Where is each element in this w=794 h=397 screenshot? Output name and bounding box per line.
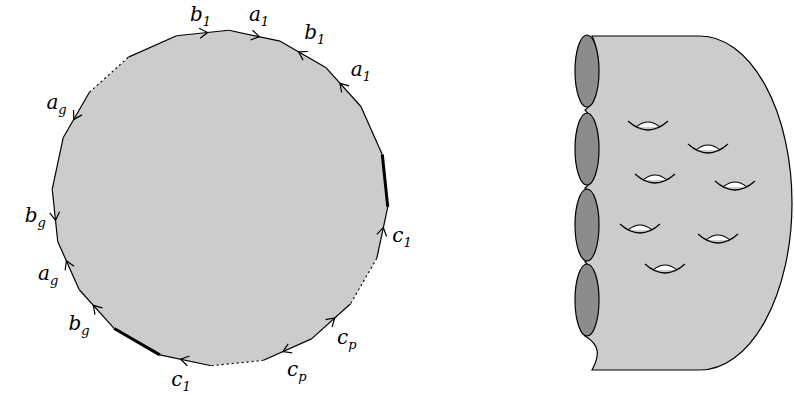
polygon-side [211,360,263,365]
edge-label: c1 [392,225,411,249]
polygon-side [79,289,114,328]
polygon-side [377,207,388,258]
edge-label: ag [38,263,58,287]
polygon-side [229,30,280,41]
edge-label: b1 [304,22,325,46]
polygon-side [58,241,79,289]
boundary-disk [575,35,599,107]
edge-arrowhead [50,212,60,221]
genus-handles [620,121,755,273]
polygon-side [52,138,63,189]
genus-handle [620,224,660,233]
edge-arrowhead [199,28,208,38]
polygon-side [382,155,387,207]
genus-handle [645,264,685,273]
edge-label: bg [25,205,46,229]
edge-arrowhead [181,356,190,366]
edge-arrowhead [299,52,309,61]
boundary-disk [575,189,599,261]
genus-handle [706,235,730,240]
genus-handle [723,182,747,187]
polygon-side [63,92,89,138]
edge-label: a1 [249,4,269,28]
polygon [50,28,388,366]
edge-arrowhead [340,83,349,92]
genus-handle [688,144,728,153]
edge-arrowhead [74,110,83,120]
genus-handle [698,234,738,243]
edge-label: cp [337,327,357,351]
genus-handle [643,175,667,180]
edge-label: a1 [351,59,371,83]
polygon-side [89,57,128,92]
genus-handle [635,174,675,183]
edge-arrowhead [377,228,387,237]
genus-handle [628,121,668,130]
edge-arrowhead [251,30,260,40]
edge-arrowhead [93,305,102,314]
boundary-disk [575,264,599,336]
edge-label: cp [287,359,307,383]
edge-label: c1 [171,369,190,393]
polygon-fill [52,30,388,366]
genus-handle [636,122,660,127]
boundary-disk [575,113,599,185]
edge-arrowhead [326,318,335,327]
polygon-side [361,107,382,155]
edge-label: b1 [190,4,211,28]
genus-handle [696,145,720,150]
genus-handle [715,181,755,190]
genus-handle [653,265,677,270]
surface-figure [575,35,792,370]
genus-handle [628,225,652,230]
polygon-side [177,30,229,35]
polygon-side [160,355,211,366]
edge-arrowhead [65,261,74,270]
polygon-side [52,189,57,241]
edge-label: ag [46,92,66,116]
polygon-side [129,36,177,57]
edge-arrowhead [283,344,292,353]
polygon-side [351,258,377,304]
surface-body [585,36,792,370]
edge-label: bg [68,313,89,337]
polygon-side [114,329,160,355]
